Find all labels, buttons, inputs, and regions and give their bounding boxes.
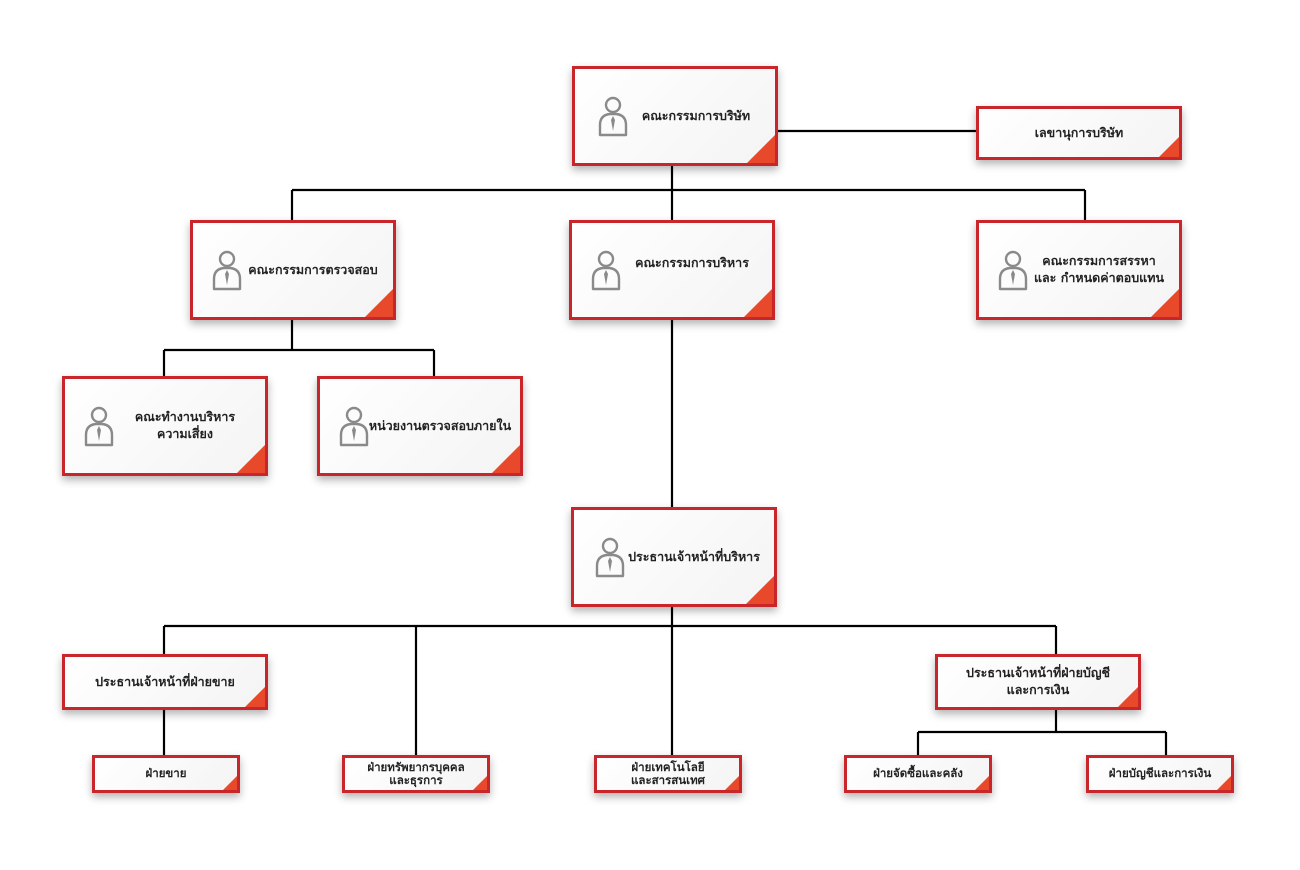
node-label: เลขานุการบริษัท: [1034, 124, 1124, 140]
person-icon: [212, 250, 242, 291]
node-risk-working-group[interactable]: คณะทำงานบริหาร ความเสี่ยง: [62, 376, 268, 476]
node-secretary[interactable]: เลขานุการบริษัท: [976, 106, 1182, 160]
person-icon: [598, 96, 628, 137]
node-cfo[interactable]: ประธานเจ้าหน้าที่ฝ่ายบัญชี และการเงิน: [935, 654, 1141, 710]
node-label: ฝ่ายบัญชีและการเงิน: [1108, 766, 1212, 781]
person-icon: [84, 406, 114, 447]
person-icon: [998, 250, 1028, 291]
person-icon: [591, 250, 621, 291]
person-icon: [339, 406, 369, 447]
node-executive-committee[interactable]: คณะกรรมการบริหาร: [569, 220, 775, 320]
node-label: ฝ่ายทรัพยากรบุคคล และธุรการ: [367, 760, 465, 787]
node-ceo[interactable]: ประธานเจ้าหน้าที่บริหาร: [571, 507, 777, 607]
node-sales[interactable]: ฝ่ายขาย: [92, 755, 240, 793]
node-procurement[interactable]: ฝ่ายจัดซื้อและคลัง: [844, 755, 992, 793]
node-label: ประธานเจ้าหน้าที่บริหาร: [628, 548, 760, 564]
node-label: คณะกรรมการตรวจสอบ: [248, 261, 378, 277]
node-label: คณะกรรมการบริษัท: [641, 107, 751, 123]
node-label: คณะกรรมการสรรหา และ กำหนดค่าตอบแทน: [1033, 253, 1165, 285]
node-internal-audit[interactable]: หน่วยงานตรวจสอบภายใน: [317, 376, 523, 476]
node-label: ฝ่ายเทคโนโลยี และสารสนเทศ: [631, 760, 705, 787]
node-label: ฝ่ายจัดซื้อและคลัง: [873, 766, 963, 781]
person-icon: [595, 537, 625, 578]
node-audit-committee[interactable]: คณะกรรมการตรวจสอบ: [190, 220, 396, 320]
node-nomination-committee[interactable]: คณะกรรมการสรรหา และ กำหนดค่าตอบแทน: [976, 220, 1182, 320]
node-label: คณะทำงานบริหาร ความเสี่ยง: [134, 409, 236, 441]
node-label: ฝ่ายขาย: [145, 766, 187, 781]
node-cso[interactable]: ประธานเจ้าหน้าที่ฝ่ายขาย: [62, 654, 268, 710]
node-finance[interactable]: ฝ่ายบัญชีและการเงิน: [1086, 755, 1234, 793]
node-label: ประธานเจ้าหน้าที่ฝ่ายขาย: [95, 673, 235, 689]
node-label: หน่วยงานตรวจสอบภายใน: [368, 417, 512, 433]
node-label: คณะกรรมการบริหาร: [635, 254, 749, 270]
node-hr[interactable]: ฝ่ายทรัพยากรบุคคล และธุรการ: [342, 755, 490, 793]
node-label: ประธานเจ้าหน้าที่ฝ่ายบัญชี และการเงิน: [966, 665, 1110, 697]
node-board[interactable]: คณะกรรมการบริษัท: [572, 66, 778, 166]
node-it[interactable]: ฝ่ายเทคโนโลยี และสารสนเทศ: [594, 755, 742, 793]
